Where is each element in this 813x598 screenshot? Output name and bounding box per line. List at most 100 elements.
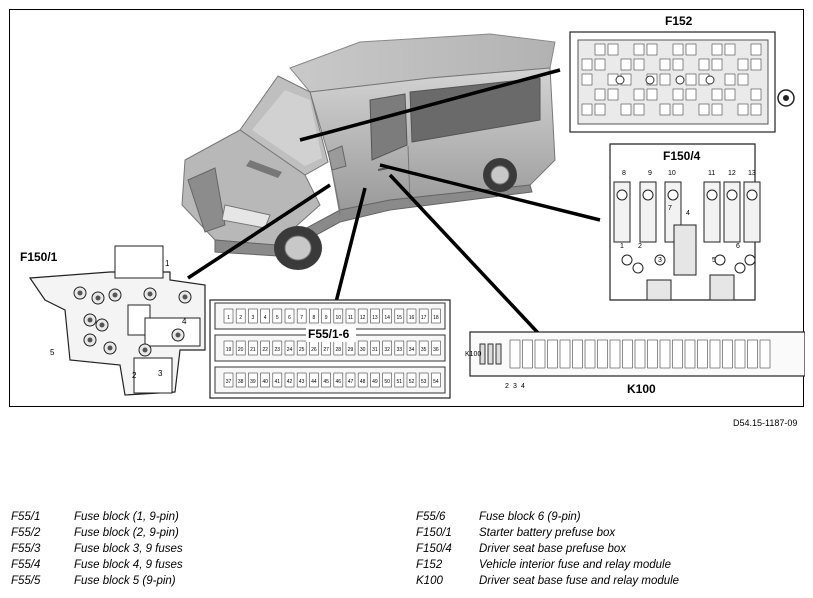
f150-4-stud	[616, 189, 628, 201]
f55-fuse-number: 10	[336, 315, 342, 321]
van-illustration	[181, 33, 556, 270]
f152-module: F152	[569, 14, 795, 133]
k100-fuse-slot	[709, 339, 721, 369]
legend-desc: Vehicle interior fuse and relay module	[479, 559, 671, 571]
f152-relay-post	[645, 75, 655, 85]
f55-fuse-slot	[321, 308, 331, 324]
k100-label: K100	[627, 382, 656, 396]
f55-fuse-number: 31	[372, 347, 378, 353]
k100-fuse-slot	[684, 339, 696, 369]
f55-fuse-slot	[223, 372, 234, 388]
legend-desc: Fuse block (1, 9-pin)	[74, 511, 179, 523]
f150-1-bolt-center	[87, 337, 93, 343]
f55-fuse-number: 13	[372, 315, 378, 321]
k100-fuse-slot	[597, 339, 608, 369]
f152-fuse-slot	[698, 58, 710, 71]
f152-fuse-slot	[633, 58, 645, 71]
k100-number-4: 4	[521, 383, 525, 390]
legend-desc: Starter battery prefuse box	[479, 527, 616, 539]
f55-fuse-number: 11	[348, 315, 353, 321]
f152-relay-post	[615, 75, 625, 85]
f152-fuse-slot	[737, 73, 749, 86]
k100-fuse-slot	[522, 339, 533, 369]
legend-desc: Fuse block 3, 9 fuses	[74, 543, 183, 555]
f150-1-bolt-center	[107, 345, 113, 351]
f150-1-number-5: 5	[50, 348, 55, 357]
f55-fuse-number: 5	[276, 315, 279, 321]
f55-fuse-number: 53	[421, 379, 427, 385]
f55-fuse-slot	[272, 308, 283, 324]
f55-label: F55/1-6	[308, 327, 350, 341]
f55-fuse-number: 3	[252, 315, 255, 321]
f55-fuse-slot	[223, 308, 234, 324]
f55-fuse-slot	[284, 372, 295, 388]
legend-code: F55/4	[11, 559, 41, 571]
k100-fuse-slot	[609, 339, 621, 369]
f150-4-number: 7	[668, 205, 672, 212]
f55-fuse-number: 47	[348, 379, 354, 385]
f150-4-stud	[621, 254, 633, 266]
f152-fuse-slot	[594, 88, 606, 101]
f55-fuse-slot	[260, 372, 270, 388]
k100-connector	[495, 343, 502, 365]
f150-4-stud	[726, 189, 738, 201]
f55-fuse-slot	[223, 340, 234, 356]
legend-desc: Driver seat base prefuse box	[479, 543, 627, 555]
f150-4-number: 13	[748, 170, 756, 177]
f150-4-label: F150/4	[663, 149, 701, 163]
f55-fuse-slot	[260, 308, 270, 324]
f150-4-number: 9	[648, 170, 652, 177]
f55-fuse-number: 28	[336, 347, 342, 353]
f152-fuse-slot	[581, 58, 593, 71]
f55-fuse-slot	[272, 340, 283, 356]
f150-4-block	[646, 279, 672, 301]
f152-fuse-slot	[633, 43, 645, 56]
f150-4-stud	[744, 254, 756, 266]
f55-fuse-number: 7	[300, 315, 303, 321]
k100-fuse-slot	[647, 339, 658, 369]
f150-4-stud	[706, 189, 718, 201]
f55-fuse-slot	[370, 340, 380, 356]
f55-fuse-slot	[296, 340, 307, 356]
f55-fuse-number: 43	[299, 379, 305, 385]
f152-fuse-slot	[750, 103, 762, 116]
f55-fuse-slot	[333, 308, 344, 324]
f55-fuse-number: 49	[372, 379, 378, 385]
f150-4-block	[673, 224, 697, 276]
f152-fuse-slot	[685, 88, 697, 101]
f150-1-bolt-center	[99, 322, 105, 328]
legend-code: F150/4	[416, 543, 452, 555]
f152-fuse-slot	[659, 58, 671, 71]
f55-fuse-number: 1	[227, 315, 230, 321]
f55-fuse-number: 8	[313, 315, 316, 321]
f152-fuse-slot	[672, 103, 684, 116]
k100-module: K100 2 3 4 K100	[465, 331, 805, 396]
f55-fuse-number: 15	[397, 315, 403, 321]
f150-4-stud	[667, 189, 679, 201]
f55-fuse-number: 20	[238, 347, 244, 353]
f55-fuse-number: 54	[433, 379, 439, 385]
f55-fuse-number: 16	[409, 315, 415, 321]
f150-4-number: 4	[686, 210, 690, 217]
f55-fuse-slot	[248, 372, 258, 388]
f55-fuse-number: 48	[360, 379, 366, 385]
legend-code: F55/2	[11, 527, 41, 539]
f55-fuse-number: 21	[250, 347, 256, 353]
legend-desc: Driver seat base fuse and relay module	[479, 575, 680, 587]
f152-fuse-slot	[724, 88, 736, 101]
f150-1-prefuse-box: F150/1 1 2 3 4 5	[20, 245, 206, 396]
f55-fuse-number: 41	[275, 379, 281, 385]
f55-fuse-number: 9	[325, 315, 328, 321]
f55-fuse-number: 50	[384, 379, 390, 385]
f55-fuse-number: 39	[250, 379, 256, 385]
f150-1-bolt-center	[175, 332, 181, 338]
k100-fuse-slot	[672, 339, 683, 369]
f55-fuse-slot	[382, 340, 392, 356]
f55-fuse-number: 38	[238, 379, 244, 385]
f152-label: F152	[665, 14, 693, 28]
f55-fuse-number: 26	[311, 347, 317, 353]
f55-fuse-slot	[370, 308, 380, 324]
